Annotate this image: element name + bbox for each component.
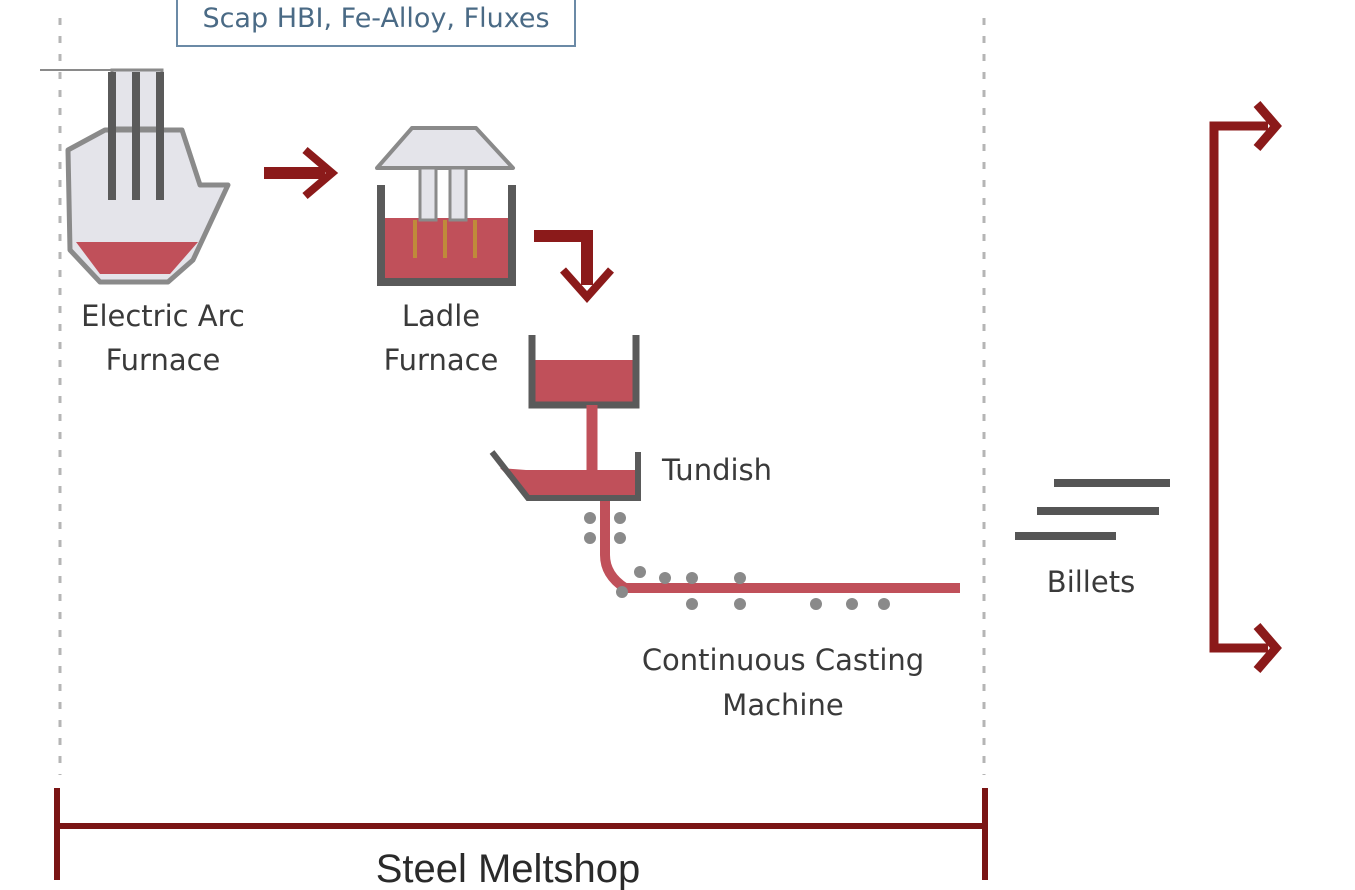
electric-arc-furnace-label-line1: Electric Arc (81, 299, 245, 333)
ladle-furnace-icon (375, 126, 516, 286)
continuous-casting-label-line1: Continuous Casting (642, 643, 924, 677)
output-bracket-arrows-icon (1209, 101, 1282, 673)
steel-meltshop-label: Steel Meltshop (376, 847, 641, 890)
ladle-furnace-label-line2: Furnace (384, 343, 499, 377)
teeming-ladle-icon (528, 335, 640, 409)
arrow-eaf-to-ladle-icon (264, 146, 339, 200)
tundish-icon (489, 450, 641, 501)
casting-rollers-icon (584, 512, 890, 610)
input-materials-label: Scap HBI, Fe-Alloy, Fluxes (202, 3, 549, 34)
ladle-furnace-label-line1: Ladle (402, 299, 480, 333)
molten-steel-strand-icon (586, 405, 960, 593)
arrow-ladle-to-tundish-icon (534, 230, 614, 304)
continuous-casting-label-line2: Machine (722, 688, 843, 722)
input-materials-box: Scap HBI, Fe-Alloy, Fluxes (176, 0, 576, 47)
billets-icon (1015, 479, 1170, 540)
billets-label: Billets (1047, 565, 1135, 599)
steel-meltshop-bracket (54, 788, 988, 880)
electric-arc-furnace-label-line2: Furnace (106, 343, 221, 377)
tundish-label: Tundish (661, 453, 772, 487)
electric-arc-furnace-icon (40, 68, 231, 285)
